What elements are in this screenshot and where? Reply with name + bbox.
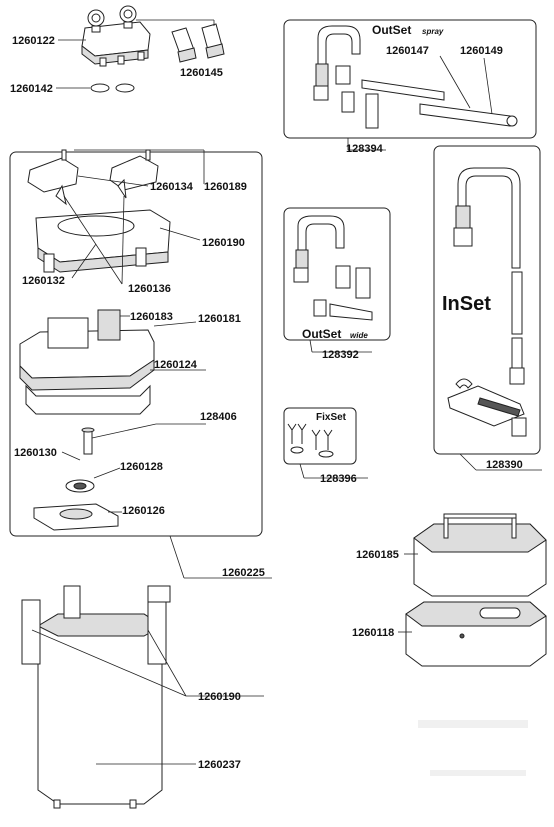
- label-1260142: 1260142: [10, 83, 53, 95]
- label-1260149: 1260149: [460, 45, 503, 57]
- label-1260122: 1260122: [12, 35, 55, 47]
- filter-head-frame: [9, 151, 263, 537]
- pump-unit-drawing: [19, 309, 155, 415]
- label-128396: 128396: [320, 473, 357, 485]
- label-1260185: 1260185: [356, 549, 399, 561]
- inset-drawing: [447, 167, 527, 437]
- label-1260145: 1260145: [180, 67, 223, 79]
- label-128392: 128392: [322, 349, 359, 361]
- label-1260237: 1260237: [198, 759, 241, 771]
- label-1260128: 1260128: [120, 461, 163, 473]
- scan-smudge: [418, 720, 528, 776]
- label-1260134: 1260134: [150, 181, 194, 193]
- base-plate-drawing: [33, 503, 119, 531]
- latches-drawing: [27, 149, 159, 206]
- hose-connectors-drawing: [171, 23, 225, 63]
- label-1260118: 1260118: [352, 627, 394, 639]
- fixset-frame: [283, 407, 357, 465]
- label-1260183: 1260183: [130, 311, 173, 323]
- canister-drawing: [21, 585, 171, 809]
- label-1260225: 1260225: [222, 567, 265, 579]
- top-basket-drawing: [413, 513, 547, 597]
- outset-wide-subtitle: wide: [350, 331, 368, 340]
- label-128394: 128394: [346, 143, 384, 155]
- label-1260132: 1260132: [22, 275, 65, 287]
- outset-spray-subtitle: spray: [422, 27, 444, 36]
- outset-spray-title: OutSet: [372, 23, 411, 37]
- fixset-title: FixSet: [316, 412, 347, 423]
- o-rings-drawing: [90, 83, 135, 93]
- valve-block-drawing: [81, 5, 151, 67]
- outset-wide-title: OutSet: [302, 327, 341, 341]
- label-1260130: 1260130: [14, 447, 57, 459]
- label-1260126: 1260126: [122, 505, 165, 517]
- inset-frame: [433, 145, 541, 455]
- label-1260124: 1260124: [154, 359, 198, 371]
- label-1260190-head: 1260190: [202, 237, 245, 249]
- outset-wide-drawing: [293, 215, 373, 321]
- impeller-drawing: [81, 427, 95, 455]
- label-1260190-canister: 1260190: [198, 691, 241, 703]
- label-1260181: 1260181: [198, 313, 241, 325]
- bottom-basket-drawing: [405, 601, 547, 667]
- outset-wide-frame: [283, 207, 391, 341]
- fixset-drawing: [287, 423, 334, 458]
- inset-title: InSet: [442, 293, 491, 315]
- filter-head-body-drawing: [35, 209, 171, 273]
- label-1260147: 1260147: [386, 45, 429, 57]
- label-1260136: 1260136: [128, 283, 171, 295]
- label-1260189: 1260189: [204, 181, 247, 193]
- outset-spray-frame: [283, 19, 537, 139]
- outset-spray-drawing: [313, 25, 518, 129]
- label-128406: 128406: [200, 411, 237, 423]
- label-128390: 128390: [486, 459, 523, 471]
- impeller-cover-drawing: [65, 479, 95, 493]
